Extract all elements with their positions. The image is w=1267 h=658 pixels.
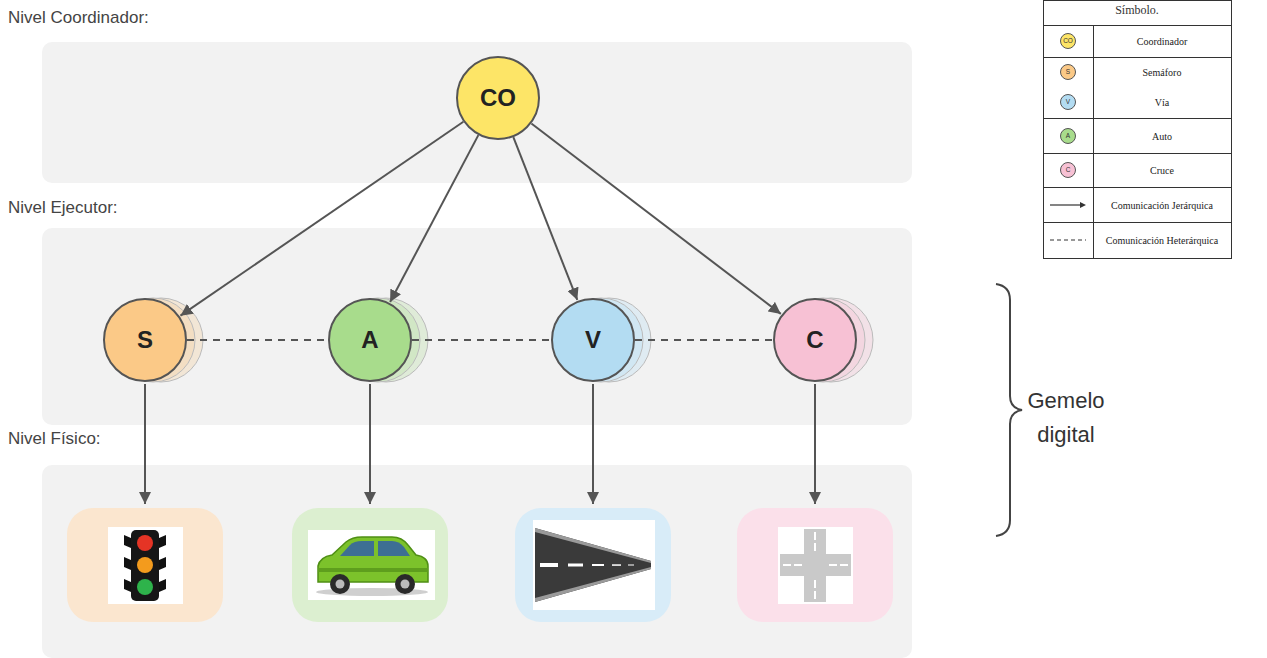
- legend-symbol-letter: C: [1066, 167, 1071, 174]
- agent-circle: S: [103, 298, 187, 382]
- legend-text: Semáforo: [1098, 57, 1226, 87]
- legend-swatch: CO: [1060, 33, 1076, 49]
- agent-circle: C: [773, 298, 857, 382]
- agent-letter: C: [806, 326, 823, 354]
- heterarchic-link: [412, 339, 550, 341]
- agent-letter: A: [361, 326, 378, 354]
- legend-swatch: S: [1060, 64, 1076, 80]
- legend-symbol-letter: A: [1066, 133, 1070, 140]
- legend-swatch: V: [1060, 94, 1076, 110]
- legend-text: Auto: [1098, 121, 1226, 151]
- agent-letter: V: [585, 326, 601, 354]
- bracket-label: Gemelo digital: [1018, 384, 1114, 452]
- legend-text: Cruce: [1098, 155, 1226, 185]
- legend-symbol-letter: V: [1066, 99, 1070, 106]
- legend-text: Comunicación Heterárquica: [1098, 225, 1226, 255]
- agent-circle: A: [328, 298, 412, 382]
- legend-text: Coordinador: [1098, 26, 1226, 56]
- stack-shadows: [111, 298, 873, 382]
- car-icon: [308, 530, 435, 600]
- agent-circle: CO: [456, 56, 540, 140]
- agent-letter: CO: [480, 84, 516, 112]
- legend-text: Comunicación Jerárquica: [1098, 190, 1226, 220]
- legend-row: A Auto: [1043, 121, 1231, 151]
- legend-swatch: C: [1060, 162, 1076, 178]
- icon-ground: [737, 508, 893, 622]
- legend-line-sample: [1048, 225, 1088, 255]
- physical-link-arrows: [145, 384, 815, 504]
- legend-symbol-letter: CO: [1063, 38, 1073, 45]
- level-heading: Nivel Coordinador:: [8, 8, 149, 28]
- hierarchic-arrow: [390, 135, 478, 302]
- band-ground: [42, 42, 912, 183]
- level-band: CONivel Coordinador:: [42, 42, 912, 183]
- legend-symbol-letter: S: [1066, 69, 1070, 76]
- legend-row: CO Coordinador: [1043, 26, 1231, 56]
- legend-row: S Semáforo: [1043, 57, 1231, 87]
- legend-text: Vía: [1098, 87, 1226, 117]
- legend-row: V Vía: [1043, 87, 1231, 117]
- agent-letter: S: [137, 326, 153, 354]
- band-ground: [42, 228, 912, 425]
- level-heading: Nivel Físico:: [8, 429, 101, 449]
- legend-line-sample: [1048, 190, 1088, 220]
- icon-ground: [515, 508, 671, 622]
- level-band: SAVCNivel Ejecutor:: [42, 228, 912, 425]
- hierarchic-arrow: [180, 122, 463, 316]
- legend-row: Comunicación Jerárquica: [1043, 190, 1231, 220]
- heterarchic-link: [635, 339, 772, 341]
- icon-ground: [292, 508, 448, 622]
- icon-ground: [67, 508, 223, 622]
- crossing-icon: [778, 527, 853, 604]
- road-icon: [533, 520, 655, 610]
- traffic-light-icon: [108, 527, 183, 604]
- legend-row: C Cruce: [1043, 155, 1231, 185]
- level-heading: Nivel Ejecutor:: [8, 198, 118, 218]
- legend-title: Símbolo.: [1043, 3, 1231, 17]
- legend-swatch: A: [1060, 128, 1076, 144]
- curly-bracket: [996, 284, 1022, 536]
- legend-table: [1043, 1, 1232, 259]
- level-band: Nivel Físico:: [42, 465, 912, 658]
- heterarchic-link: [187, 339, 327, 341]
- hierarchic-arrow: [531, 123, 780, 313]
- band-ground: [42, 465, 912, 658]
- legend-row: Comunicación Heterárquica: [1043, 225, 1231, 255]
- band-grounds: [42, 42, 912, 658]
- hierarchic-arrow: [513, 137, 577, 300]
- physical-icons: [67, 508, 893, 622]
- agent-circle: V: [551, 298, 635, 382]
